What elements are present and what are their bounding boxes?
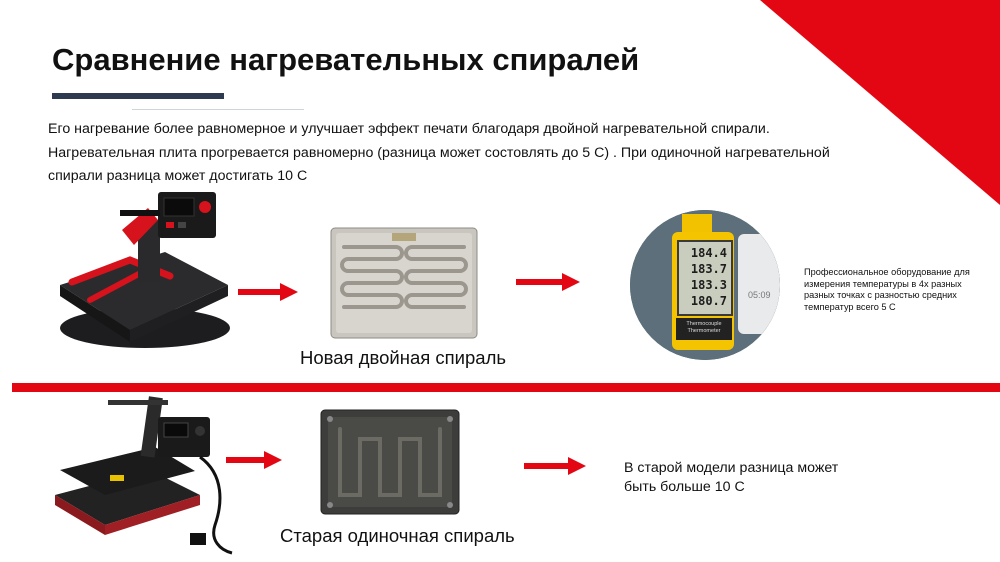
- description-line-3: спирали разница может достигать 10 С: [48, 168, 308, 184]
- reading-1: 184.4: [690, 246, 727, 260]
- old-model-note: В старой модели разница может быть больш…: [624, 459, 864, 496]
- double-spiral-plate-image: [330, 227, 478, 339]
- reading-3: 183.3: [690, 278, 727, 292]
- title-underline: [52, 93, 224, 99]
- arrow-right-icon: [524, 457, 586, 475]
- single-spiral-plate-image: [320, 409, 460, 515]
- heat-press-old-image: [55, 396, 233, 555]
- reading-4: 180.7: [690, 294, 727, 308]
- slide-title: Сравнение нагревательных спиралей: [52, 42, 640, 77]
- thermometer-label: Thermocouple Thermometer: [676, 318, 732, 340]
- thermometer-display: 184.4 183.7 183.3 180.7: [677, 240, 733, 316]
- slide-description: Его нагревание более равномерное и улучш…: [48, 118, 878, 189]
- thermometer-body: 184.4 183.7 183.3 180.7 Thermocouple The…: [672, 232, 734, 350]
- phone-time: 05:09: [748, 290, 771, 300]
- heat-press-new-image: [60, 192, 230, 348]
- phone-image: 05:09: [738, 234, 780, 334]
- title-thin-line: [132, 109, 304, 110]
- description-line-2: Нагревательная плита прогревается равном…: [48, 144, 830, 161]
- note-line-4: температур всего 5 С: [804, 301, 896, 312]
- reading-2: 183.7: [690, 262, 727, 276]
- note-line-3: разных точках с разностью средних: [804, 290, 957, 301]
- old-spiral-caption: Старая одиночная спираль: [280, 525, 515, 546]
- corner-decoration: [760, 0, 1000, 205]
- old-note-line-2: быть больше 10 С: [624, 478, 745, 495]
- arrow-right-icon: [516, 273, 580, 291]
- description-line-1: Его нагревание более равномерное и улучш…: [48, 121, 770, 137]
- old-note-line-1: В старой модели разница может: [624, 460, 839, 476]
- probe-connectors: [682, 214, 712, 236]
- note-line-1: Профессиональное оборудование для: [804, 267, 970, 277]
- arrow-right-icon: [226, 451, 282, 469]
- new-equipment-note: Профессиональное оборудование для измере…: [804, 267, 989, 313]
- row-separator: [12, 383, 1000, 392]
- thermometer-photo: 05:09 184.4 183.7 183.3 180.7 Thermocoup…: [630, 210, 780, 360]
- arrow-right-icon: [238, 283, 298, 301]
- note-line-2: измерения температуры в 4х разных: [804, 278, 962, 289]
- new-spiral-caption: Новая двойная спираль: [300, 347, 507, 368]
